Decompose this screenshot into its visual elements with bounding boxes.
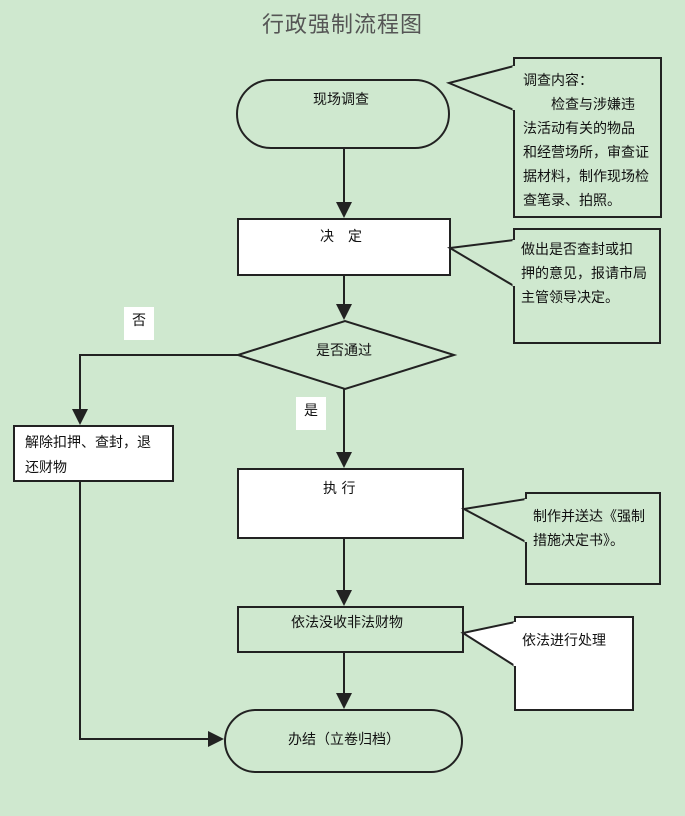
investigation-note-line-6: 查笔录、拍照。 — [523, 193, 621, 209]
execute-note-box — [525, 492, 661, 585]
execute-node — [237, 468, 464, 539]
investigation-note-line-1: 调查内容： — [523, 73, 593, 89]
decision-note-pointer — [446, 238, 515, 288]
investigation-note-line-5: 据材料，制作现场检 — [523, 169, 649, 185]
no-branch-label: 否 — [124, 307, 154, 340]
decision-note-line-2: 押的意见，报请市局 — [521, 266, 647, 282]
decision-note: 做出是否查封或扣 押的意见，报请市局 主管领导决定。 — [521, 238, 656, 310]
confiscate-note: 依法进行处理 — [522, 629, 626, 653]
arrow-release-to-close — [79, 481, 224, 747]
execute-note-line-2: 措施决定书》。 — [533, 533, 624, 549]
execute-label: 执 行 — [323, 481, 356, 497]
execute-note-line-1: 制作并送达《强制 — [533, 509, 645, 525]
onsite-investigation-label: 现场调查 — [313, 92, 369, 108]
close-node — [224, 709, 463, 773]
release-label: 解除扣押、查封，退 还财物 — [25, 431, 151, 481]
execute-note-pointer — [460, 497, 527, 544]
approval-label: 是否通过 — [316, 343, 372, 359]
approval-decision-diamond — [234, 319, 458, 391]
investigation-note-pointer — [445, 64, 515, 112]
investigation-note-line-3: 法活动有关的物品 — [523, 121, 635, 137]
yes-branch-label: 是 — [296, 397, 326, 430]
confiscate-note-pointer — [460, 620, 516, 668]
close-label: 办结（立卷归档） — [288, 732, 400, 748]
confiscate-note-box — [514, 616, 634, 711]
arrow-approval-no — [72, 354, 238, 425]
execute-note: 制作并送达《强制 措施决定书》。 — [533, 505, 653, 553]
release-node — [13, 425, 174, 482]
investigation-note: 调查内容： 检查与涉嫌违 法活动有关的物品 和经营场所，审查证 据材料，制作现场… — [523, 69, 658, 213]
confiscate-node — [237, 606, 464, 653]
confiscate-label: 依法没收非法财物 — [291, 615, 403, 631]
investigation-note-line-4: 和经营场所，审查证 — [523, 145, 649, 161]
release-label-line-1: 解除扣押、查封，退 — [25, 435, 151, 451]
investigation-note-box — [513, 57, 662, 218]
decision-note-line-3: 主管领导决定。 — [521, 290, 619, 306]
release-label-line-2: 还财物 — [25, 460, 67, 476]
decision-note-line-1: 做出是否查封或扣 — [521, 242, 633, 258]
decision-label: 决 定 — [320, 229, 362, 245]
confiscate-note-line-1: 依法进行处理 — [522, 633, 606, 649]
investigation-note-line-2: 检查与涉嫌违 — [523, 97, 635, 113]
flowchart-title: 行政强制流程图 — [261, 13, 423, 38]
